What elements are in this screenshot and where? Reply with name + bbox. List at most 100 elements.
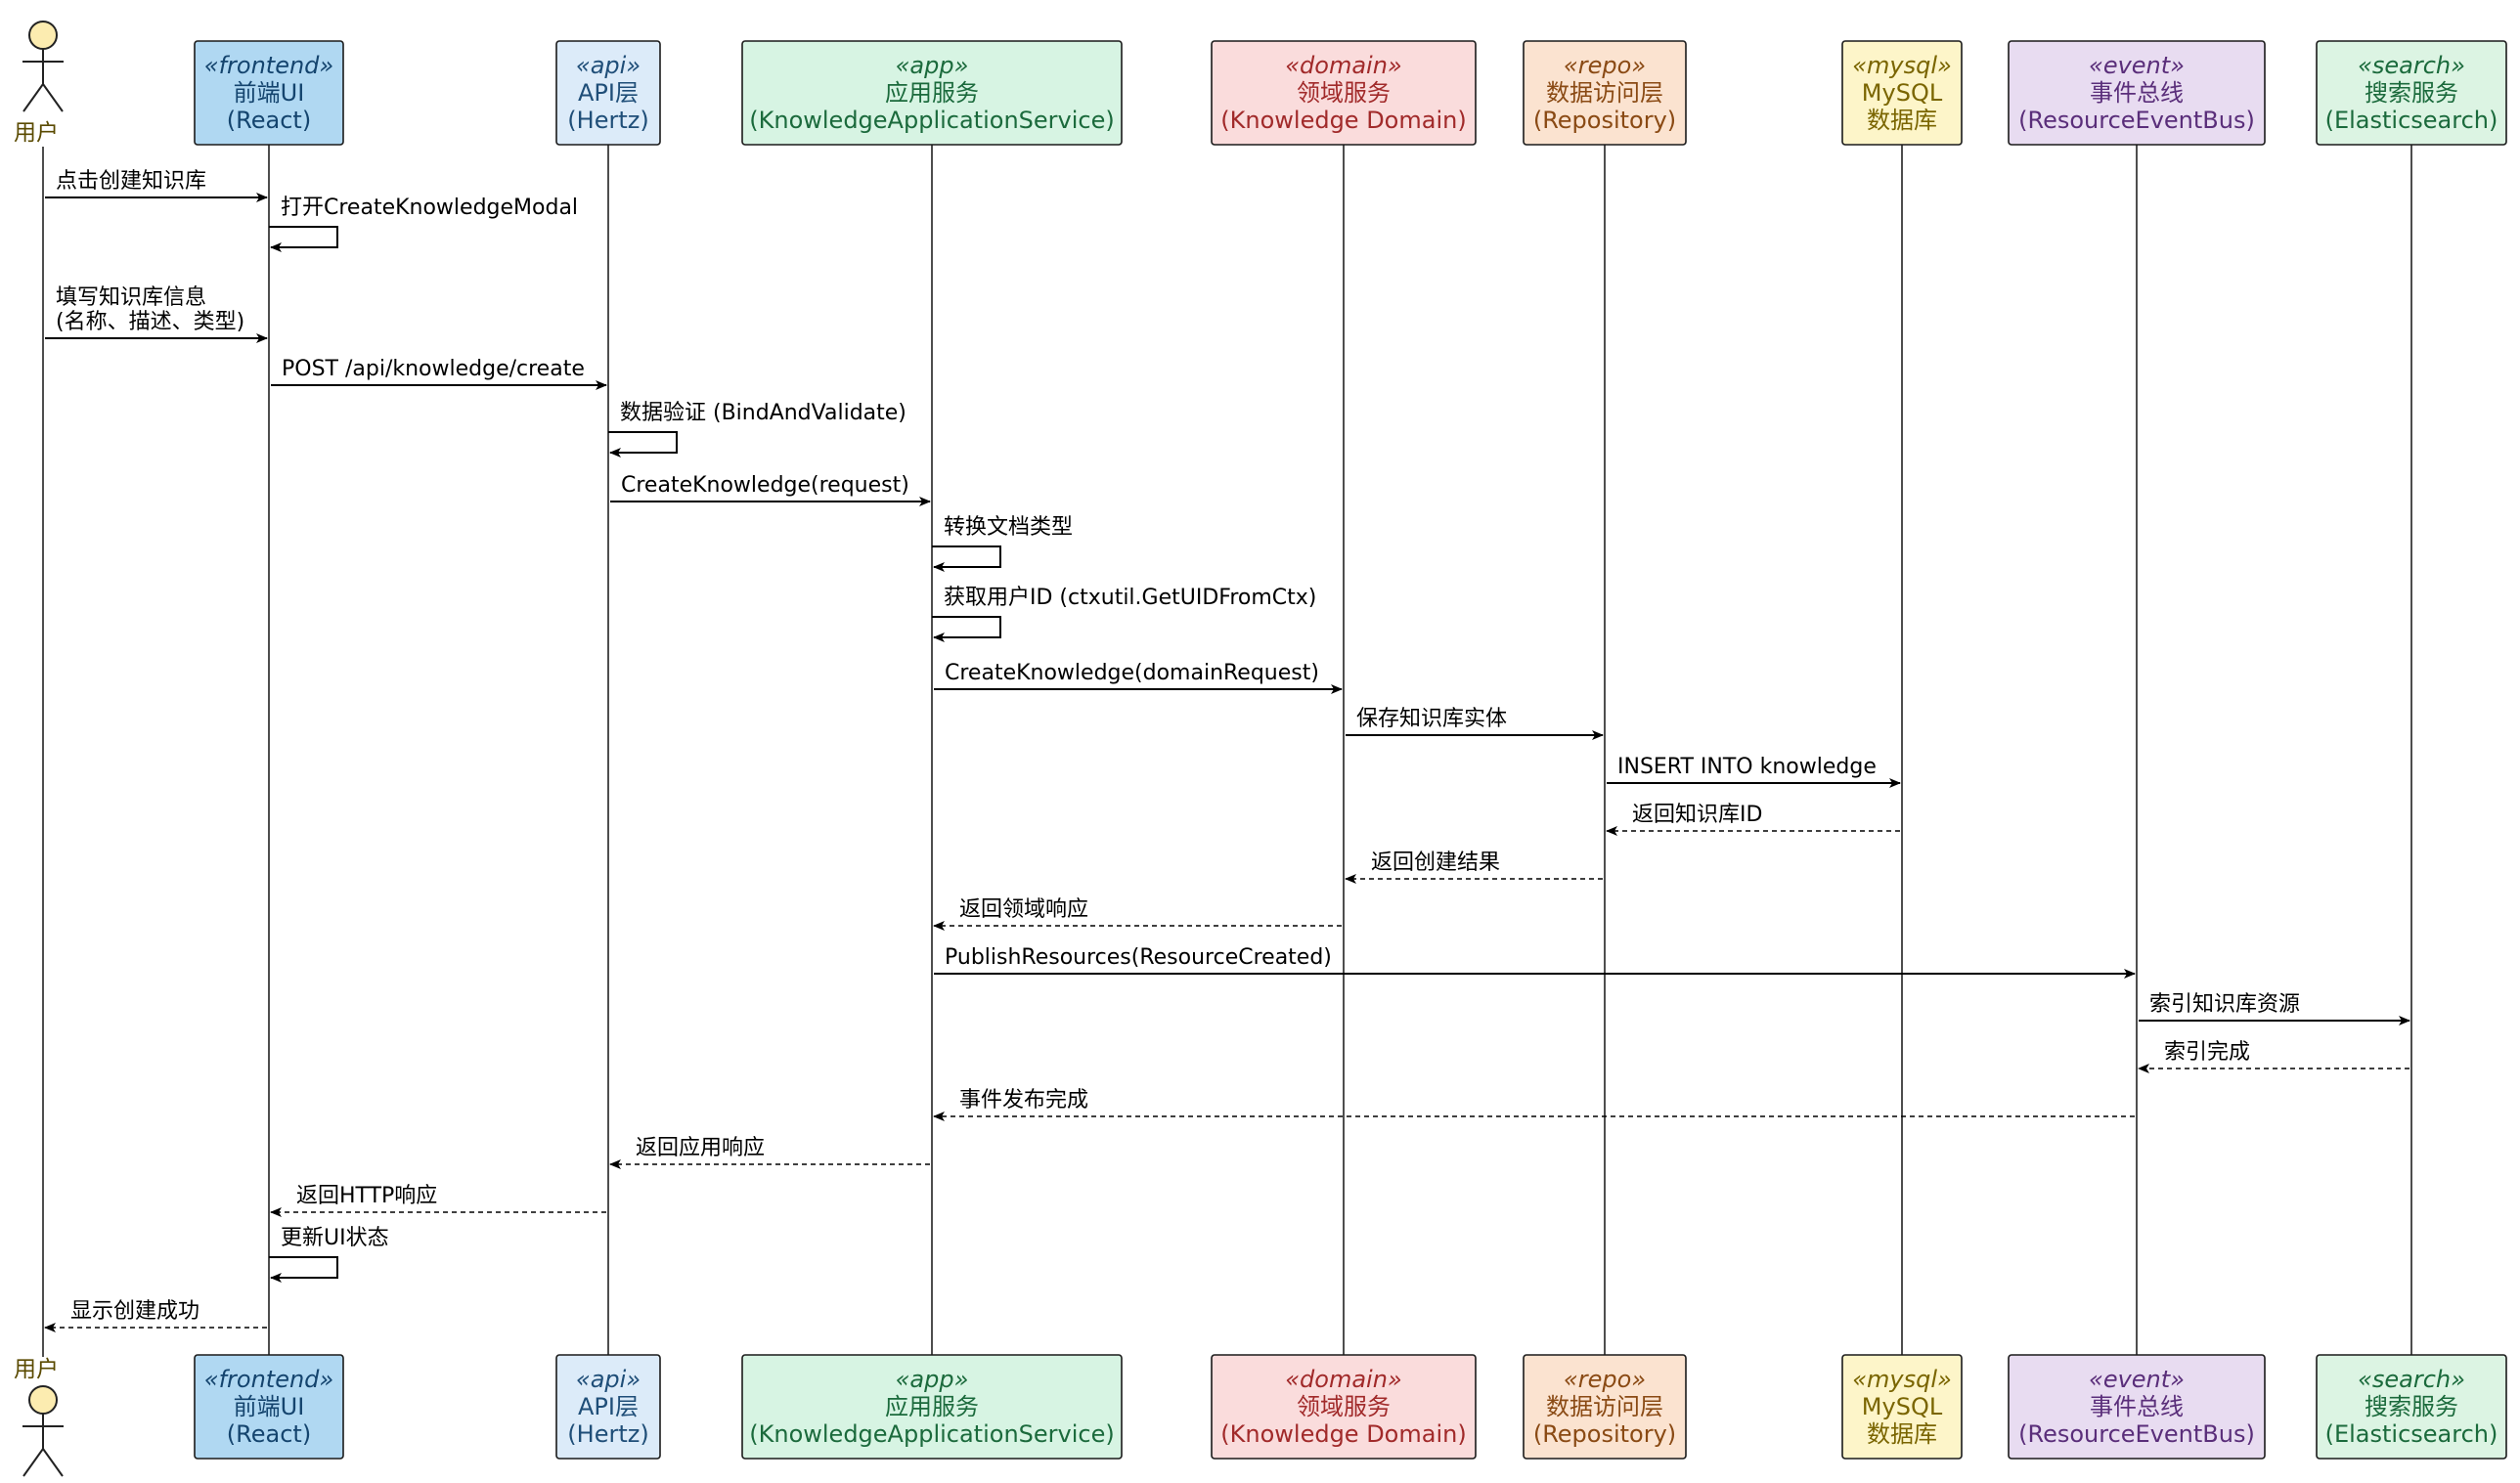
self-message-arrow [608,431,678,458]
message-label: 打开CreateKnowledgeModal [281,196,578,220]
participant-name: 事件总线 [2090,1393,2184,1420]
participant-box [2316,1354,2507,1460]
message-7: 转换文档类型 [932,515,1073,572]
participant-subtitle: (Knowledge Domain) [1220,107,1466,134]
participant-stereotype: «repo» [1564,52,1646,79]
participant-subtitle: 数据库 [1867,1420,1937,1448]
message-label: POST /api/knowledge/create [282,357,585,381]
actor-user-top-icon [22,21,64,112]
message-label: 返回知识库ID [1632,803,1762,827]
participant-subtitle: (Elasticsearch) [2325,107,2498,134]
participant-box [194,40,344,146]
self-message-arrow [932,545,1001,572]
participant-subtitle: (React) [227,1420,311,1448]
actor-label: 用户 [14,1357,59,1382]
participant-frontend-top: «frontend»前端UI(React) [194,40,344,146]
message-label: 显示创建成功 [70,1299,199,1324]
message-15: PublishResources(ResourceCreated) [934,945,2136,979]
message-13: 返回创建结果 [1345,851,1603,884]
participant-stereotype: «app» [896,52,969,79]
message-10: 保存知识库实体 [1346,707,1604,740]
participant-repo-bottom: «repo»数据访问层(Repository) [1523,1354,1687,1460]
participant-stereotype: «search» [2358,52,2465,79]
participant-api-bottom: «api»API层(Hertz) [555,1354,661,1460]
message-16: 索引知识库资源 [2139,992,2410,1025]
message-label: 返回领域响应 [959,897,1088,922]
message-label: 转换文档类型 [944,515,1073,540]
participant-box [555,1354,661,1460]
participant-domain-bottom: «domain»领域服务(Knowledge Domain) [1211,1354,1477,1460]
participant-repo-top: «repo»数据访问层(Repository) [1523,40,1687,146]
message-18: 事件发布完成 [933,1088,2135,1121]
message-22: 显示创建成功 [44,1299,267,1332]
message-6: CreateKnowledge(request) [610,473,931,506]
message-label: PublishResources(ResourceCreated) [945,945,1332,970]
participant-event-top: «event»事件总线(ResourceEventBus) [2008,40,2266,146]
participant-box [1211,40,1477,146]
participant-stereotype: «api» [576,52,641,79]
message-12: 返回知识库ID [1606,803,1900,836]
actor-label: 用户 [14,120,59,146]
participant-name: 数据访问层 [1546,79,1663,107]
participant-stereotype: «api» [576,1366,641,1393]
message-label: 填写知识库信息 [56,285,206,310]
message-19: 返回应用响应 [609,1136,930,1169]
participant-subtitle: 数据库 [1867,107,1937,134]
participant-box [741,40,1123,146]
participant-stereotype: «event» [2089,1366,2185,1393]
participant-stereotype: «app» [896,1366,969,1393]
message-9: CreateKnowledge(domainRequest) [934,661,1343,694]
message-label: 获取用户ID (ctxutil.GetUIDFromCtx) [944,586,1316,610]
participant-subtitle: (KnowledgeApplicationService) [749,107,1114,134]
participant-event-bottom: «event»事件总线(ResourceEventBus) [2008,1354,2266,1460]
participant-stereotype: «search» [2358,1366,2465,1393]
participant-box [1523,1354,1687,1460]
participant-name: 应用服务 [885,79,979,107]
message-label: 返回HTTP响应 [296,1184,437,1208]
message-4: POST /api/knowledge/create [271,357,607,390]
participant-box [555,40,661,146]
participant-search-bottom: «search»搜索服务(Elasticsearch) [2316,1354,2507,1460]
participant-name: 事件总线 [2090,79,2184,107]
participant-stereotype: «repo» [1564,1366,1646,1393]
participant-stereotype: «domain» [1285,52,1402,79]
participant-subtitle: (ResourceEventBus) [2018,107,2255,134]
message-label: CreateKnowledge(request) [621,473,909,498]
participant-name: 应用服务 [885,1393,979,1420]
message-label: 返回创建结果 [1371,851,1500,875]
participant-subtitle: (KnowledgeApplicationService) [749,1420,1114,1448]
actor-user-bottom-icon [22,1385,64,1477]
message-label: 数据验证 (BindAndValidate) [620,401,906,425]
participant-name: 领域服务 [1297,79,1391,107]
participant-stereotype: «event» [2089,52,2185,79]
self-message-arrow [932,616,1001,642]
message-14: 返回领域响应 [933,897,1342,931]
participant-name: API层 [578,79,639,107]
participant-box [1211,1354,1477,1460]
participant-name: MySQL [1862,79,1943,107]
participant-box [1523,40,1687,146]
participant-box [1841,1354,1963,1460]
participants-bottom: «frontend»前端UI(React)«api»API层(Hertz)«ap… [14,1354,2507,1477]
participant-subtitle: (Hertz) [567,1420,648,1448]
participant-stereotype: «mysql» [1852,1366,1952,1393]
message-8: 获取用户ID (ctxutil.GetUIDFromCtx) [932,586,1316,642]
message-label: 保存知识库实体 [1356,707,1507,731]
participant-search-top: «search»搜索服务(Elasticsearch) [2316,40,2507,146]
message-label: 点击创建知识库 [56,169,206,194]
message-label: 索引完成 [2164,1040,2250,1065]
participant-domain-top: «domain»领域服务(Knowledge Domain) [1211,40,1477,146]
participant-app-top: «app»应用服务(KnowledgeApplicationService) [741,40,1123,146]
participant-box [1841,40,1963,146]
message-label: 返回应用响应 [636,1136,765,1160]
participant-name: 前端UI [234,79,305,107]
participant-subtitle: (Repository) [1533,107,1676,134]
participant-subtitle: (Repository) [1533,1420,1676,1448]
participant-subtitle: (Hertz) [567,107,648,134]
message-17: 索引完成 [2138,1040,2409,1073]
participant-stereotype: «frontend» [204,52,333,79]
message-1: 点击创建知识库 [45,169,268,202]
participant-stereotype: «mysql» [1852,52,1952,79]
